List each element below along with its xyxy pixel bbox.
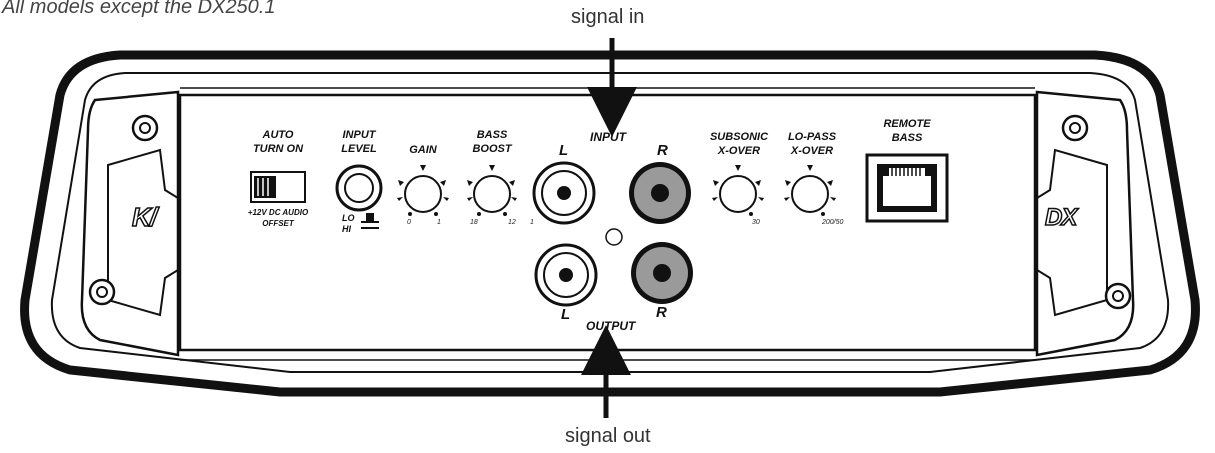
housing-inner-line <box>50 72 1170 373</box>
input-right-label: R <box>657 142 668 159</box>
bass-tick-max: 12 <box>508 219 516 226</box>
rca-input-left <box>532 161 596 225</box>
rca-tick: 1 <box>530 219 534 226</box>
gain-tick-max: 1 <box>437 219 441 226</box>
output-right-label: R <box>656 304 667 321</box>
output-left-label: L <box>561 306 571 323</box>
rca-output-left <box>534 243 598 307</box>
input-label: INPUT <box>590 130 626 144</box>
gain-tick-min: 0 <box>407 219 411 226</box>
gain-label: GAIN <box>409 144 437 156</box>
rca-input-right <box>629 162 691 224</box>
lopass-tick: 200/50 <box>822 219 844 226</box>
input-left-label: L <box>559 142 569 159</box>
right-bracket <box>1035 90 1135 357</box>
logo-left: K/ <box>131 201 158 233</box>
bass-tick-min: 18 <box>470 219 478 226</box>
led-indicator <box>605 228 623 246</box>
logo-right: DX <box>1044 203 1078 232</box>
caption: All models except the DX250.1 <box>2 0 276 18</box>
rca-output-right <box>631 242 693 304</box>
left-bracket <box>80 90 180 357</box>
signal-in-label: signal in <box>571 6 645 28</box>
output-label: OUTPUT <box>586 319 636 333</box>
subsonic-tick: 30 <box>752 219 760 226</box>
signal-out-label: signal out <box>565 425 651 447</box>
